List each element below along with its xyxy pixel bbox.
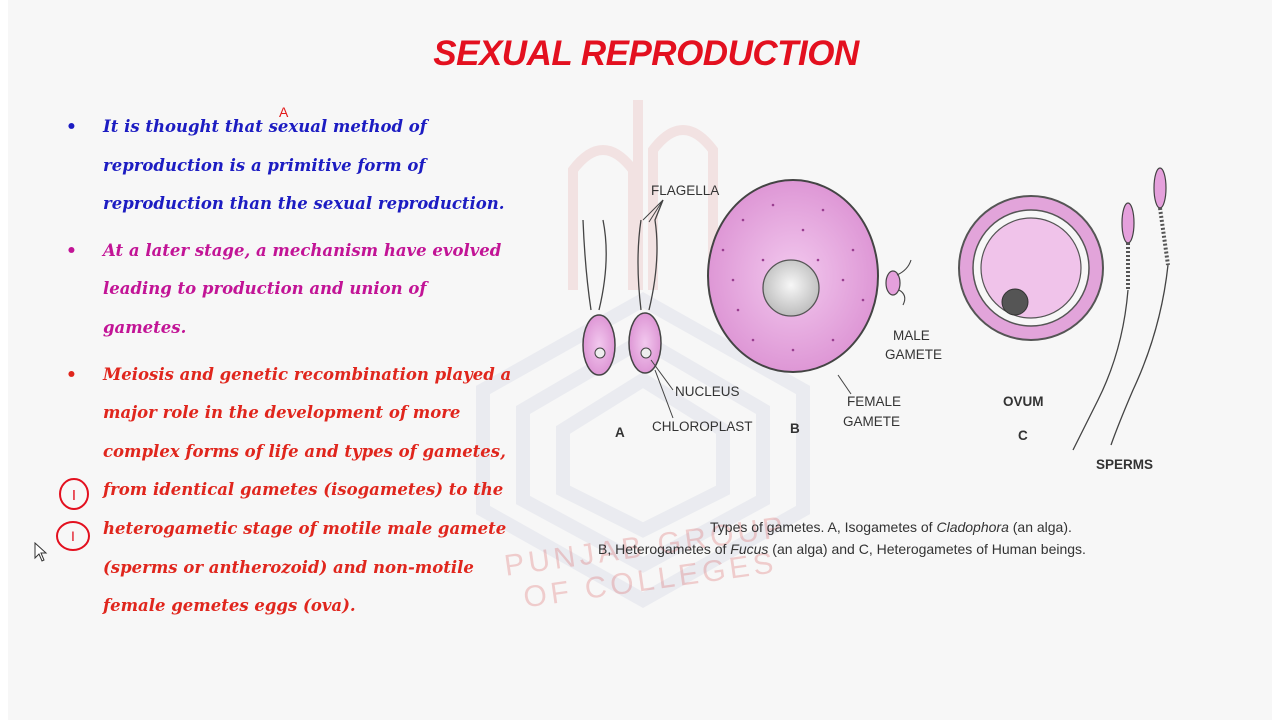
bullet-3-line: (sperms or antherozoid) and non-motile xyxy=(103,557,474,577)
bullet-3-line: from identical gametes (isogametes) to t… xyxy=(103,480,504,500)
handwritten-circle-2: I xyxy=(56,521,90,551)
label-b: B xyxy=(790,421,800,436)
bullet-2-line: At a later stage, a mechanism have evolv… xyxy=(103,240,502,260)
circle-1-label: I xyxy=(72,487,76,504)
bullet-1-line: reproduction is a primitive form of xyxy=(103,155,426,175)
slide: PUNJAB GROUP OF COLLEGES SEXUAL REPRODUC… xyxy=(8,0,1272,720)
caption-line-1-post: (an alga). xyxy=(1008,519,1072,535)
label-chloroplast: CHLOROPLAST xyxy=(652,419,753,434)
label-female-gamete-2: GAMETE xyxy=(843,414,900,429)
caption-line-2-post: (an alga) and C, Heterogametes of Human … xyxy=(768,541,1086,557)
label-c: C xyxy=(1018,428,1028,443)
bullet-3-line: heterogametic stage of motile male gamet… xyxy=(103,518,507,538)
bullet-dot: • xyxy=(66,364,77,385)
bullet-1: • It is thought that sexual method of re… xyxy=(64,108,544,224)
label-a: A xyxy=(615,425,625,440)
bullet-list: • It is thought that sexual method of re… xyxy=(64,108,544,626)
female-gamete-b xyxy=(707,179,879,373)
caption-line-1-pre: Types of gametes. A, Isogametes of xyxy=(710,519,937,535)
sperms xyxy=(1072,167,1170,451)
bullet-3: • Meiosis and genetic recombination play… xyxy=(64,356,544,626)
caption-line-2: B, Heterogametes of Fucus (an alga) and … xyxy=(598,538,1158,560)
gametes-figure: FLAGELLA NUCLEUS CHLOROPLAST A B MALE xyxy=(582,167,1170,472)
label-male-gamete-2: GAMETE xyxy=(885,347,942,362)
label-sperms: SPERMS xyxy=(1096,457,1153,472)
caption-line-2-genus: Fucus xyxy=(730,541,769,557)
figure-caption: Types of gametes. A, Isogametes of Clado… xyxy=(598,516,1158,560)
ovum-c xyxy=(958,195,1104,341)
bullet-2-line: leading to production and union of xyxy=(103,279,427,299)
label-flagella: FLAGELLA xyxy=(651,183,719,198)
label-female-gamete-1: FEMALE xyxy=(847,394,901,409)
bullet-3-line: Meiosis and genetic recombination played… xyxy=(103,364,512,384)
bullet-dot: • xyxy=(66,240,77,261)
bullet-3-line: major role in the development of more xyxy=(103,403,461,423)
isogamete-a-left xyxy=(582,219,616,376)
bullet-1-line: It is thought that sexual method of xyxy=(103,117,427,136)
slide-title: SEXUAL REPRODUCTION xyxy=(433,34,859,73)
bullet-2-line: gametes. xyxy=(103,317,187,337)
circle-2-label: I xyxy=(71,528,75,544)
bullet-dot: • xyxy=(66,117,77,137)
label-nucleus: NUCLEUS xyxy=(675,384,740,399)
caption-line-1: Types of gametes. A, Isogametes of Clado… xyxy=(598,516,1158,538)
mouse-cursor-icon xyxy=(34,542,48,562)
caret-annotation: A xyxy=(279,104,289,120)
caption-line-1-genus: Cladophora xyxy=(936,519,1009,535)
label-male-gamete-1: MALE xyxy=(893,328,930,343)
male-gamete-b xyxy=(885,259,912,306)
handwritten-circle-1: I xyxy=(59,478,89,510)
bullet-3-line: complex forms of life and types of gamet… xyxy=(103,441,506,461)
bullet-3-line: female gemetes eggs (ova). xyxy=(103,596,356,616)
caption-line-2-pre: B, Heterogametes of xyxy=(598,541,731,557)
bullet-2: • At a later stage, a mechanism have evo… xyxy=(64,232,544,348)
label-ovum: OVUM xyxy=(1003,394,1044,409)
isogamete-a-right xyxy=(628,199,664,374)
bullet-1-line: reproduction than the sexual reproductio… xyxy=(103,194,505,214)
